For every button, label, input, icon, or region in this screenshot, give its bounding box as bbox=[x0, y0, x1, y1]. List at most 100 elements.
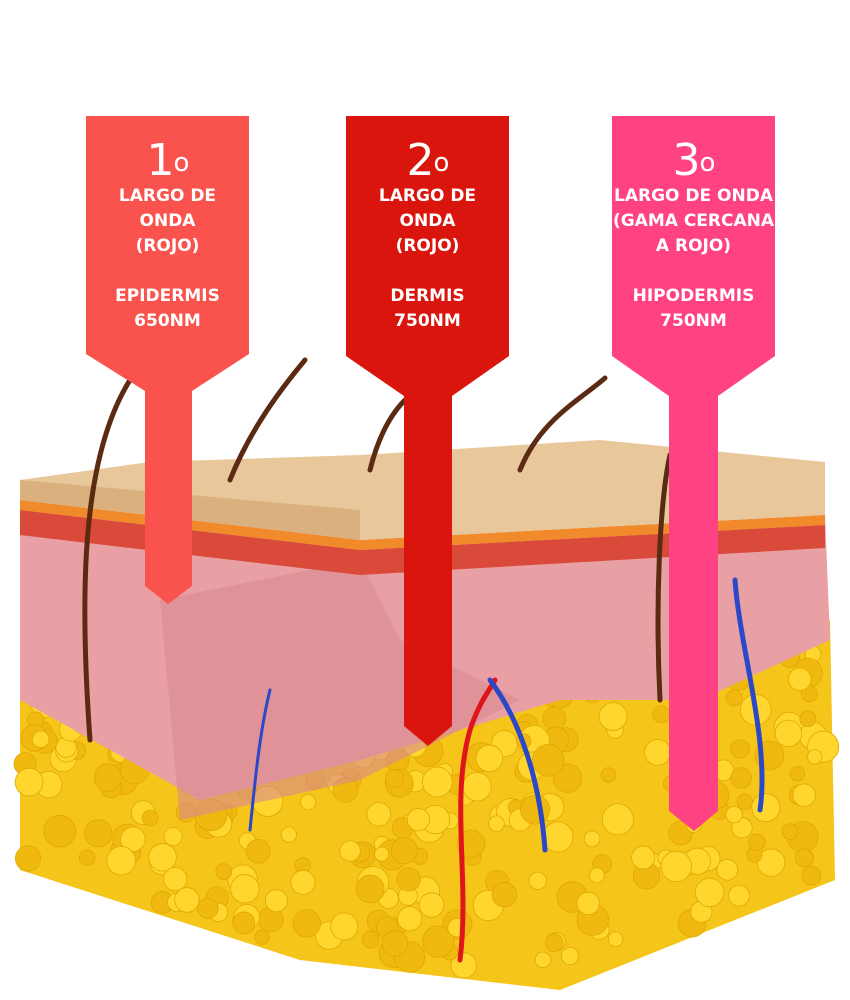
fat-cell bbox=[230, 874, 260, 904]
fat-cell bbox=[290, 869, 316, 895]
fat-cell bbox=[728, 884, 750, 907]
fat-cell bbox=[534, 951, 552, 969]
fat-cell bbox=[32, 730, 50, 749]
fat-cell bbox=[781, 823, 799, 840]
fat-cell bbox=[406, 808, 431, 832]
dermis-inner-cut bbox=[160, 560, 520, 820]
fat-cell bbox=[232, 911, 256, 935]
fat-cell bbox=[84, 819, 113, 848]
fat-cell bbox=[292, 909, 321, 938]
fat-cell bbox=[418, 892, 445, 918]
fat-cell bbox=[660, 850, 692, 883]
fat-cell bbox=[163, 866, 188, 892]
wavelength-marker-1: 1o LARGO DE ONDA (ROJO) EPIDERMIS 650NM bbox=[86, 116, 249, 604]
marker-1-arrow-shape bbox=[86, 116, 249, 604]
fat-cell bbox=[748, 833, 766, 852]
fat-cell bbox=[730, 767, 752, 789]
fat-cell bbox=[576, 891, 600, 916]
fat-cell bbox=[801, 865, 822, 886]
fat-cell bbox=[725, 689, 743, 707]
fat-cell bbox=[280, 826, 298, 843]
fat-cell bbox=[106, 846, 136, 876]
marker-wavelength: 650NM bbox=[134, 311, 201, 331]
marker-layer: HIPODERMIS bbox=[632, 286, 755, 306]
fat-cell bbox=[600, 767, 617, 783]
fat-cell bbox=[725, 805, 743, 824]
marker-label-line: ONDA bbox=[139, 211, 196, 231]
fat-cell bbox=[716, 858, 739, 881]
fat-cell bbox=[14, 767, 44, 797]
fat-cell bbox=[475, 744, 504, 773]
fat-cell bbox=[607, 931, 624, 947]
fat-cell bbox=[339, 840, 361, 862]
fat-cell bbox=[141, 809, 159, 827]
marker-label-line: (ROJO) bbox=[135, 236, 200, 256]
marker-label-line: LARGO DE ONDA bbox=[614, 186, 773, 206]
fat-cell bbox=[197, 897, 219, 919]
fat-cell bbox=[396, 867, 421, 892]
fat-cell bbox=[15, 845, 42, 872]
fat-cell bbox=[422, 925, 455, 958]
fat-cell bbox=[148, 843, 177, 872]
fat-cell bbox=[694, 877, 725, 908]
wavelength-marker-3: 3o LARGO DE ONDA (GAMA CERCANA A ROJO) H… bbox=[612, 116, 775, 831]
fat-cell bbox=[789, 765, 806, 782]
fat-cell bbox=[355, 874, 385, 904]
marker-number: 3 bbox=[672, 135, 701, 186]
fat-cell bbox=[366, 802, 392, 827]
fat-cell bbox=[531, 744, 565, 777]
fat-cell bbox=[43, 814, 77, 848]
fat-cell bbox=[601, 803, 634, 836]
marker-wavelength: 750NM bbox=[394, 311, 461, 331]
marker-label-line: (GAMA CERCANA bbox=[612, 211, 775, 231]
hair-strands bbox=[82, 357, 673, 743]
fat-cell bbox=[78, 849, 96, 866]
fat-cell bbox=[450, 952, 477, 979]
epidermis-band bbox=[20, 510, 825, 575]
blood-vessels bbox=[248, 577, 765, 963]
ordinal-sign: o bbox=[699, 148, 716, 178]
fat-cell bbox=[799, 710, 817, 728]
fat-cell bbox=[163, 827, 183, 847]
fat-cell bbox=[794, 848, 814, 868]
fat-cell bbox=[631, 845, 655, 870]
fat-cell bbox=[385, 769, 404, 788]
fat-cell bbox=[488, 815, 505, 832]
marker-label-line: LARGO DE bbox=[118, 186, 217, 206]
wavelength-marker-2: 2o LARGO DE ONDA (ROJO) DERMIS 750NM bbox=[346, 116, 509, 746]
fat-cell bbox=[792, 783, 816, 807]
fat-cell bbox=[422, 766, 453, 798]
ordinal-sign: o bbox=[173, 148, 190, 178]
fat-cell bbox=[542, 706, 567, 731]
fat-cell bbox=[553, 763, 583, 793]
fat-cell bbox=[589, 867, 605, 884]
fat-cell bbox=[120, 826, 146, 853]
fat-cell bbox=[215, 863, 233, 880]
marker-label-line: (ROJO) bbox=[395, 236, 460, 256]
marker-label-line: ONDA bbox=[399, 211, 456, 231]
marker-label-line: LARGO DE bbox=[378, 186, 477, 206]
fat-cell bbox=[397, 906, 423, 932]
marker-number: 1 bbox=[146, 135, 175, 186]
marker-number: 2 bbox=[406, 135, 435, 186]
fat-cell bbox=[330, 912, 359, 941]
fat-cell bbox=[381, 930, 409, 957]
ordinal-sign: o bbox=[433, 148, 450, 178]
marker-layer: EPIDERMIS bbox=[115, 286, 220, 306]
fat-cell bbox=[245, 838, 271, 864]
fat-cell bbox=[299, 793, 317, 811]
fat-cell bbox=[462, 772, 492, 802]
fat-cell bbox=[528, 871, 547, 890]
marker-2-arrow-shape bbox=[346, 116, 509, 746]
marker-layer: DERMIS bbox=[390, 286, 465, 306]
marker-3-arrow-shape bbox=[612, 116, 775, 831]
fat-cell bbox=[254, 929, 270, 945]
fat-cell bbox=[544, 933, 564, 952]
fat-cell bbox=[730, 739, 750, 759]
fat-cell bbox=[598, 702, 628, 731]
fat-cell bbox=[93, 763, 123, 792]
marker-label-line: A ROJO) bbox=[655, 236, 732, 256]
fat-cell bbox=[788, 667, 812, 691]
fat-cell bbox=[361, 930, 380, 949]
fat-cell bbox=[174, 887, 200, 913]
